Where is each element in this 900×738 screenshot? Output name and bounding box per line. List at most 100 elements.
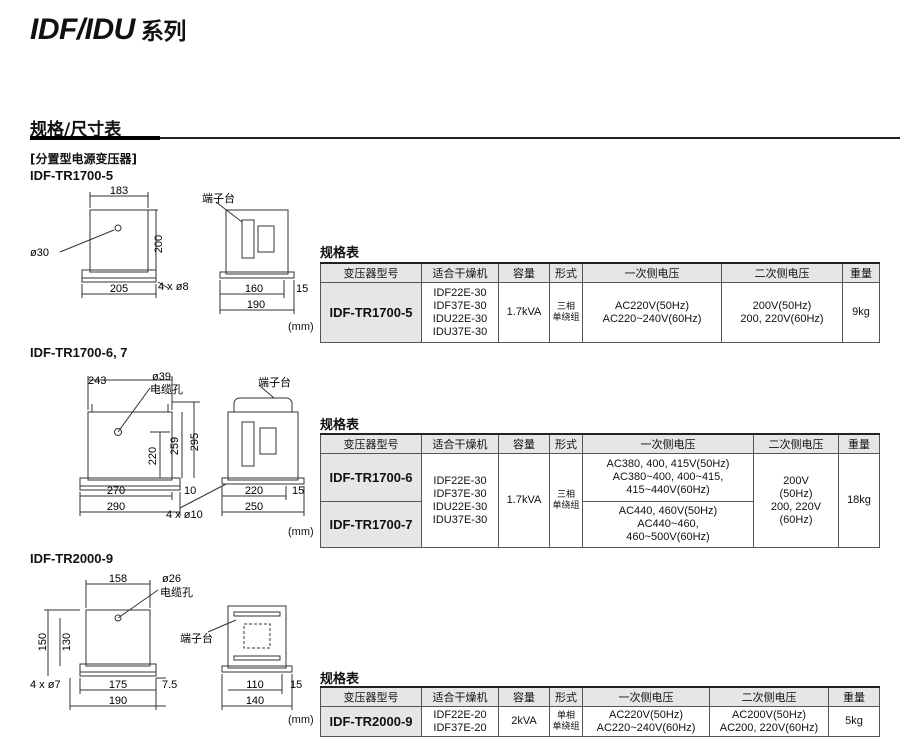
- terminal-label: 端子台: [180, 631, 213, 645]
- terminal-label: 端子台: [258, 375, 291, 389]
- cell-dryers: IDF22E-30 IDF37E-30 IDU22E-30 IDU37E-30: [421, 453, 499, 548]
- section-subtitle: [分置型电源变压器]: [30, 152, 137, 166]
- col-primary: 一次侧电压: [582, 433, 754, 454]
- table-row: IDF-TR2000-9 IDF22E-20 IDF37E-20 2kVA 单相…: [320, 706, 880, 737]
- col-primary: 一次侧电压: [582, 262, 722, 283]
- section-divider-accent: [30, 136, 160, 140]
- cell-model: IDF-TR1700-6: [320, 453, 422, 502]
- spec-caption-1: 规格表: [320, 246, 360, 261]
- dim-right: 10: [184, 485, 196, 497]
- cell-dryers: IDF22E-30 IDF37E-30 IDU22E-30 IDU37E-30: [421, 282, 499, 343]
- col-weight: 重量: [828, 686, 880, 707]
- dim-side-total: 250: [245, 501, 263, 513]
- section-divider: [30, 137, 900, 139]
- col-transformer: 变压器型号: [320, 262, 422, 283]
- col-weight: 重量: [842, 262, 880, 283]
- dim-side-right: 15: [290, 679, 302, 691]
- col-secondary: 二次侧电压: [709, 686, 829, 707]
- spec-table-3: 变压器型号 适合干燥机 容量 形式 一次侧电压 二次侧电压 重量 IDF-TR2…: [320, 686, 880, 737]
- cable-hole-label: 电缆孔: [160, 586, 193, 599]
- cell-model: IDF-TR2000-9: [320, 706, 422, 737]
- drawing-tr2000-9: 158 ø26 电缆孔 130 150 4 x ø7 175 7.5 190 1…: [30, 573, 302, 710]
- drawing-tr1700-6-7: 243 ø39 电缆孔 220 259 295 270 10 290 4 x ø…: [79, 371, 305, 521]
- col-dryer: 适合干燥机: [421, 686, 499, 707]
- col-form: 形式: [549, 262, 583, 283]
- cell-model: IDF-TR1700-5: [320, 282, 422, 343]
- cell-secondary: 200V (50Hz) 200, 220V (60Hz): [753, 453, 839, 548]
- dim-side-right: 15: [292, 485, 304, 497]
- dim-holes: 4 x ø8: [158, 281, 189, 293]
- spec-table-2: 变压器型号 适合干燥机 容量 形式 一次侧电压 二次侧电压 重量 IDF-TR1…: [320, 433, 880, 548]
- cell-form: 三相 单绕组: [549, 453, 583, 548]
- dim-h1: 220: [147, 447, 159, 465]
- dim-h2: 150: [37, 633, 49, 651]
- section-title: 规格/尺寸表: [30, 120, 122, 140]
- dim-top: 158: [109, 573, 127, 585]
- dim-right: 7.5: [162, 679, 177, 691]
- unit-label-2: (mm): [288, 526, 314, 538]
- cell-secondary: 200V(50Hz) 200, 220V(60Hz): [721, 282, 843, 343]
- cell-primary: AC440, 460V(50Hz) AC440~460, 460~500V(60…: [582, 501, 754, 548]
- cell-form: 单相 单绕组: [549, 706, 583, 737]
- cell-form: 三相 单绕组: [549, 282, 583, 343]
- cell-capacity: 1.7kVA: [498, 453, 550, 548]
- cell-model: IDF-TR1700-7: [320, 501, 422, 548]
- dim-side-depth: 220: [245, 485, 263, 497]
- col-form: 形式: [549, 686, 583, 707]
- unit-label-1: (mm): [288, 321, 314, 333]
- dim-phi: ø30: [30, 247, 49, 259]
- spec-table-1: 变压器型号 适合干燥机 容量 形式 一次侧电压 二次侧电压 重量 IDF-TR1…: [320, 262, 880, 343]
- cell-weight: 18kg: [838, 453, 880, 548]
- dim-width: 205: [110, 283, 128, 295]
- spec-caption-3: 规格表: [320, 672, 360, 687]
- dim-holes: 4 x ø10: [166, 509, 203, 521]
- cable-hole-label: 电缆孔: [150, 383, 183, 396]
- cell-capacity: 2kVA: [498, 706, 550, 737]
- drawing-tr1700-5: 183 ø30 200 205 4 x ø8 160 15 190 端子台: [30, 185, 308, 314]
- dim-holes: 4 x ø7: [30, 679, 61, 691]
- terminal-label: 端子台: [202, 191, 235, 205]
- dim-total: 290: [107, 501, 125, 513]
- col-dryer: 适合干燥机: [421, 433, 499, 454]
- table-row: IDF-TR1700-6 IDF22E-30 IDF37E-30 IDU22E-…: [320, 453, 880, 548]
- col-secondary: 二次侧电压: [721, 262, 843, 283]
- cell-primary: AC380, 400, 415V(50Hz) AC380~400, 400~41…: [582, 453, 754, 502]
- table-row: IDF-TR1700-7 AC440, 460V(50Hz) AC440~460…: [320, 501, 880, 548]
- dim-side-depth: 110: [246, 679, 264, 691]
- dim-h2: 259: [169, 437, 181, 455]
- dim-side-right: 15: [296, 283, 308, 295]
- dim-width: 270: [107, 485, 125, 497]
- cell-weight: 9kg: [842, 282, 880, 343]
- col-dryer: 适合干燥机: [421, 262, 499, 283]
- dim-top: 183: [110, 185, 128, 197]
- unit-label-3: (mm): [288, 714, 314, 726]
- dim-phi: ø39: [152, 371, 171, 383]
- model-label-2: IDF-TR1700-6, 7: [30, 345, 128, 360]
- model-label-3: IDF-TR2000-9: [30, 551, 114, 566]
- series-name: IDF/IDU: [30, 13, 135, 46]
- cell-weight: 5kg: [828, 706, 880, 737]
- col-capacity: 容量: [498, 433, 550, 454]
- dim-height: 200: [153, 235, 165, 253]
- dim-top: 243: [88, 375, 106, 387]
- col-secondary: 二次侧电压: [753, 433, 839, 454]
- cell-primary: AC220V(50Hz) AC220~240V(60Hz): [582, 282, 722, 343]
- dim-total: 190: [109, 695, 127, 707]
- col-weight: 重量: [838, 433, 880, 454]
- model-label-1: IDF-TR1700-5: [30, 168, 114, 183]
- cell-secondary: AC200V(50Hz) AC200, 220V(60Hz): [709, 706, 829, 737]
- series-suffix: 系列: [140, 19, 187, 45]
- col-transformer: 变压器型号: [320, 686, 422, 707]
- col-primary: 一次侧电压: [582, 686, 710, 707]
- dim-side-depth: 160: [245, 283, 263, 295]
- col-capacity: 容量: [498, 262, 550, 283]
- dim-h3: 295: [189, 433, 201, 451]
- cell-dryers: IDF22E-20 IDF37E-20: [421, 706, 499, 737]
- dim-h1: 130: [61, 633, 73, 651]
- col-capacity: 容量: [498, 686, 550, 707]
- cell-primary: AC220V(50Hz) AC220~240V(60Hz): [582, 706, 710, 737]
- table-row: IDF-TR1700-5 IDF22E-30 IDF37E-30 IDU22E-…: [320, 282, 880, 343]
- dim-side-total: 140: [246, 695, 264, 707]
- dim-phi: ø26: [162, 573, 181, 585]
